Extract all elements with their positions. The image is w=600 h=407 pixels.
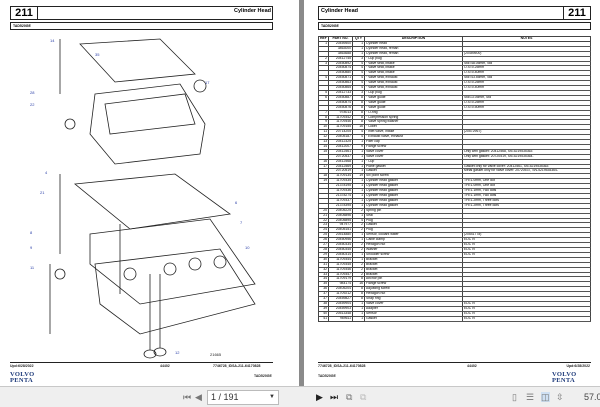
footer-updated: Upd:6/28/2022 (566, 364, 590, 368)
page-value: 1 / 191 (211, 392, 239, 402)
footer-divider (10, 362, 273, 363)
footer-model: TAD520GE (318, 374, 336, 378)
callout-label: 11 (30, 265, 35, 270)
callout-label: 35 (95, 52, 100, 57)
exploded-diagram: 14 35 28 22 17 4 21 6 7 8 9 10 11 12 216… (30, 38, 256, 359)
scroll-icon[interactable]: ⇳ (556, 392, 564, 402)
copy-icon[interactable]: ⧉ (346, 392, 353, 402)
footer-code: 44402 (467, 364, 477, 368)
callout-label: 4 (45, 170, 48, 175)
two-page-icon[interactable]: ◫ (541, 392, 550, 402)
left-page-number: 211 (10, 6, 38, 20)
last-page-icon[interactable]: ⏭ (330, 392, 339, 402)
prev-page-icon[interactable]: ◀ (195, 392, 202, 402)
callout-label: 9 (30, 245, 33, 250)
footer-divider (318, 362, 591, 363)
volvo-penta-logo: VOLVO PENTA (552, 371, 577, 384)
right-page-number: 211 (563, 6, 591, 20)
callout-label: 17 (205, 80, 210, 85)
left-model: TAD520GE (10, 22, 273, 30)
cell-part-no: 969611 (328, 315, 353, 322)
callout-label: 10 (245, 245, 250, 250)
footer-model: TAD520GE (254, 374, 272, 378)
figure-id: 21665 (210, 352, 222, 357)
callout-label: 6 (235, 200, 238, 205)
single-page-icon[interactable]: ▯ (512, 392, 517, 402)
cell-qty: 1 (352, 315, 365, 322)
left-page-title: Cylinder Head (234, 8, 271, 14)
callout-label: 7 (240, 220, 243, 225)
callout-label: 22 (30, 102, 35, 107)
volvo-penta-logo: VOLVO PENTA (10, 371, 35, 384)
right-page: Cylinder Head 211 TAD520GE REF PART NO. … (304, 0, 600, 386)
next-page-icon[interactable]: ▶ (316, 392, 323, 402)
paste-icon[interactable]: ⧉ (360, 392, 367, 402)
footer-code: 44402 (160, 364, 170, 368)
first-page-icon[interactable]: ⏮ (183, 392, 192, 402)
footer-doc: 7746728_IDSA-211-64170828 (318, 364, 366, 368)
callout-label: 8 (30, 230, 33, 235)
callout-label: 14 (50, 38, 55, 43)
footer-doc: 7746728_IDSA-211-64170828 (213, 364, 261, 368)
right-header-box (318, 6, 591, 20)
continuous-icon[interactable]: ☰ (526, 392, 535, 402)
chevron-down-icon[interactable]: ▼ (269, 394, 275, 400)
cell-ref: 41 (318, 315, 329, 322)
right-page-title: Cylinder Head (321, 8, 358, 14)
page-number-input[interactable]: 1 / 191 ▼ (207, 390, 279, 405)
callout-label: 12 (175, 350, 180, 355)
left-page: 211 Cylinder Head TAD520GE 14 35 28 22 1… (0, 0, 299, 386)
callout-label: 21 (40, 190, 45, 195)
callout-label: 28 (30, 90, 35, 95)
footer-updated: Upd:6/28/2022 (10, 364, 34, 368)
cell-description: Gasket (364, 315, 463, 322)
zoom-level[interactable]: 57.0 (584, 392, 600, 402)
right-model: TAD520GE (318, 22, 591, 30)
cell-notes: EDC IV (462, 315, 591, 322)
pdf-toolbar: ⏮ ◀ 1 / 191 ▼ ▶ ⏭ ⧉ ⧉ ▯ ☰ ◫ ⇳ 57.0 (0, 386, 600, 407)
